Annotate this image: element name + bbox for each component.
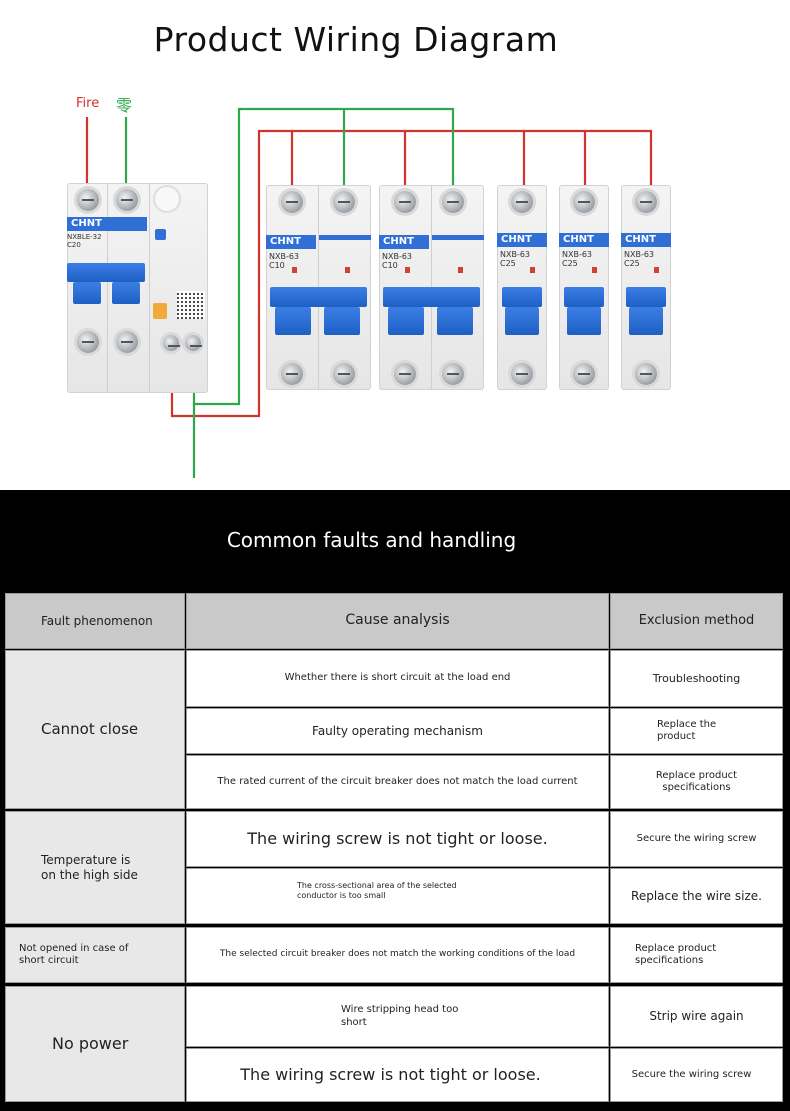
switch-handle [383, 287, 480, 307]
screw-icon [511, 363, 533, 385]
breaker-1p-1: CHNT NXB-63 C25 [497, 185, 547, 390]
model-label: NXB-63 [624, 250, 655, 259]
brand-label: CHNT [379, 235, 429, 249]
fire-wire-label: Fire [76, 96, 100, 111]
phenomenon-temperature-high: Temperature is on the high side [5, 811, 185, 924]
screw-icon [185, 335, 202, 351]
brand-label: CHNT [67, 217, 147, 231]
diagram-title: Product Wiring Diagram [153, 20, 559, 59]
method-cell: Strip wire again [610, 986, 783, 1047]
screw-icon [77, 189, 99, 211]
model-label: NXB-63 [382, 252, 413, 261]
screw-icon [573, 363, 595, 385]
cause-cell: Faulty operating mechanism [186, 708, 609, 754]
neutral-wires [124, 107, 455, 478]
screw-icon [281, 191, 303, 213]
phenomenon-cannot-close: Cannot close [5, 650, 185, 809]
faults-section: Common faults and handling Fault phenome… [0, 490, 790, 1111]
brand-label: CHNT [559, 233, 609, 247]
model-label: NXB-63 [562, 250, 593, 259]
phenomenon-no-power: No power [5, 986, 185, 1102]
breaker-2p-1: CHNT NXB-63 C10 [266, 185, 371, 390]
breaker-2p-2: CHNT NXB-63 C10 [379, 185, 484, 390]
breaker-1p-3: CHNT NXB-63 C25 [621, 185, 671, 390]
switch-handle [502, 287, 542, 307]
screw-icon [394, 363, 416, 385]
cause-cell: Whether there is short circuit at the lo… [186, 650, 609, 707]
switch-handle [626, 287, 666, 307]
rating-label: C20 [67, 241, 81, 249]
rating-label: C10 [382, 261, 398, 270]
screw-icon [394, 191, 416, 213]
brand-label: CHNT [266, 235, 316, 249]
neutral-bus-wire [192, 107, 455, 406]
reset-button-icon [153, 303, 167, 319]
method-cell: Secure the wiring screw [610, 1048, 783, 1102]
model-label: NXBLE-32 [67, 233, 102, 241]
rating-label: C25 [562, 259, 578, 268]
header-cause-analysis: Cause analysis [186, 593, 609, 649]
cause-cell: Wire stripping head too short [186, 986, 609, 1047]
neutral-wire-label: 零 [116, 96, 133, 115]
header-exclusion-method: Exclusion method [610, 593, 783, 649]
rating-label: C10 [269, 261, 285, 270]
header-fault-phenomenon: Fault phenomenon [5, 593, 185, 649]
switch-handle [564, 287, 604, 307]
screw-icon [281, 363, 303, 385]
switch-handle [270, 287, 367, 307]
screw-icon [77, 331, 99, 353]
fire-bus-wire [170, 129, 653, 418]
screw-icon [635, 363, 657, 385]
screw-icon [442, 191, 464, 213]
brand-label: CHNT [621, 233, 671, 247]
screw-icon [116, 331, 138, 353]
screw-icon [573, 191, 595, 213]
screw-icon [511, 191, 533, 213]
method-cell: Replace the wire size. [610, 868, 783, 924]
screw-icon [333, 191, 355, 213]
screw-icon [333, 363, 355, 385]
screw-icon [163, 335, 180, 351]
cause-cell: The wiring screw is not tight or loose. [186, 1048, 609, 1102]
cause-cell: The rated current of the circuit breaker… [186, 755, 609, 809]
phenomenon-not-opened: Not opened in case of short circuit [5, 927, 185, 983]
test-button-icon [155, 229, 166, 240]
screw-icon [635, 191, 657, 213]
wiring-diagram: Product Wiring Diagram Fire 零 CHNT NX [0, 0, 790, 490]
leakage-breaker: CHNT NXBLE-32 C20 [67, 183, 208, 393]
rating-label: C25 [624, 259, 640, 268]
method-cell: Replace product specifications [610, 927, 783, 983]
switch-handle [67, 263, 145, 282]
screw-icon [116, 189, 138, 211]
cause-cell: The wiring screw is not tight or loose. [186, 811, 609, 867]
rating-label: C25 [500, 259, 516, 268]
method-cell: Secure the wiring screw [610, 811, 783, 867]
method-cell: Troubleshooting [610, 650, 783, 707]
brand-label: CHNT [497, 233, 547, 247]
cause-cell: The selected circuit breaker does not ma… [186, 927, 609, 983]
model-label: NXB-63 [269, 252, 300, 261]
cause-cell: The cross-sectional area of the selected… [186, 868, 609, 924]
qr-code-icon [177, 291, 205, 319]
method-cell: Replace the product [610, 708, 783, 754]
screw-icon [442, 363, 464, 385]
faults-title: Common faults and handling [226, 528, 517, 552]
breaker-1p-2: CHNT NXB-63 C25 [559, 185, 609, 390]
model-label: NXB-63 [500, 250, 531, 259]
method-cell: Replace product specifications [610, 755, 783, 809]
